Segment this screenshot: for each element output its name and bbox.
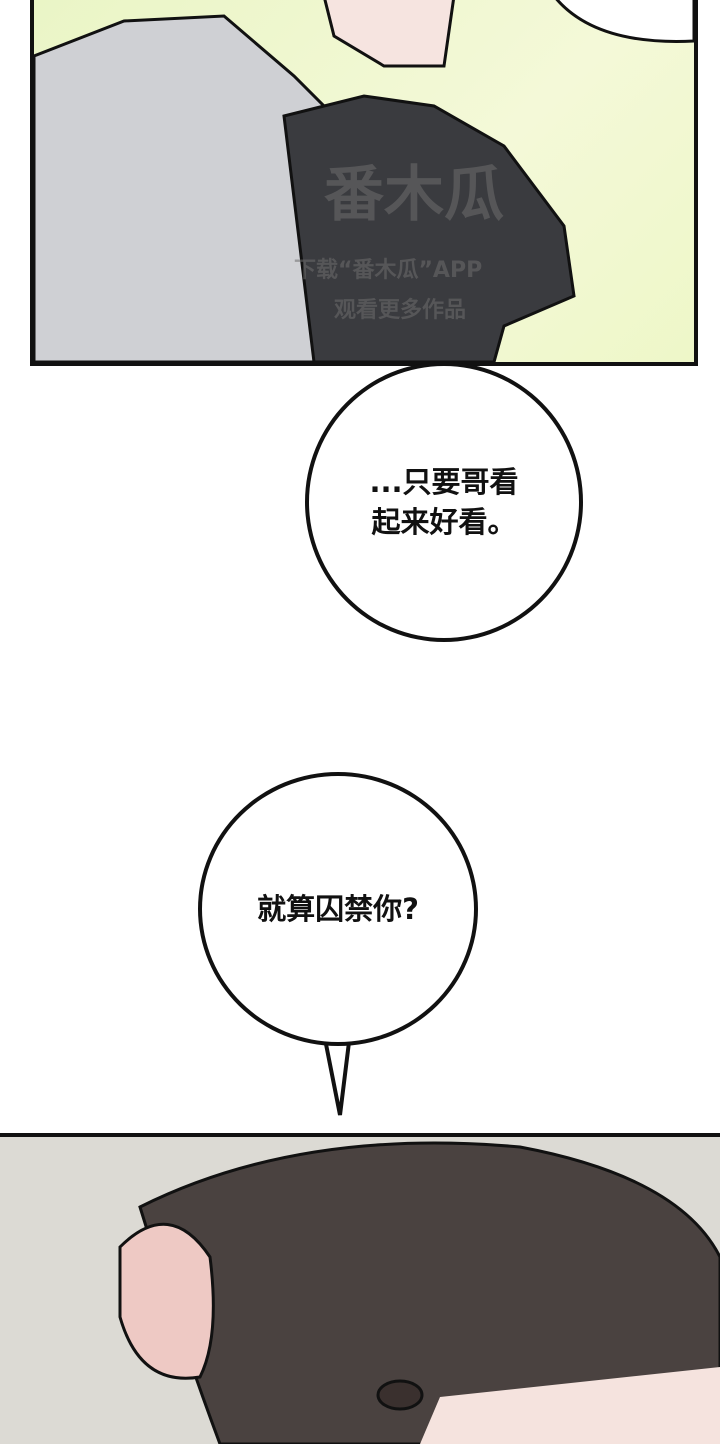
bubble-text-line: ...只要哥看	[369, 465, 519, 499]
speech-bubble-tail	[322, 1033, 352, 1116]
watermark-logo: 番木瓜	[324, 160, 504, 230]
watermark-line1: 下载“番木瓜”APP	[294, 258, 483, 283]
speech-bubble-1: ...只要哥看 起来好看。	[305, 362, 583, 642]
illustration-two-men	[34, 0, 694, 362]
speech-bubble-2: 就算囚禁你?	[198, 772, 478, 1046]
bubble-text-line: 就算囚禁你?	[257, 892, 419, 926]
illustration-man-closeup	[118, 1141, 720, 1444]
comic-panel-bottom	[0, 1133, 720, 1444]
tail-joint-cover	[326, 1030, 348, 1040]
watermark-line2: 观看更多作品	[334, 298, 467, 323]
bubble-text-line: 起来好看。	[371, 505, 517, 539]
comic-panel-top: 番木瓜 下载“番木瓜”APP 观看更多作品	[30, 0, 698, 366]
